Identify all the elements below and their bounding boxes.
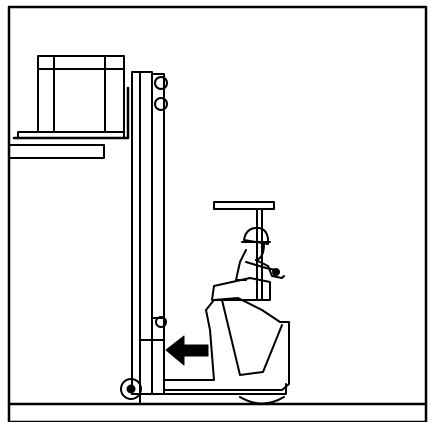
storage-rack-shelf xyxy=(9,145,104,158)
pallet-load-icon xyxy=(18,56,124,138)
forklift-forks xyxy=(14,88,128,138)
forklift-mast xyxy=(132,72,167,394)
arrow-left-icon xyxy=(166,336,208,365)
operator-helmet-icon xyxy=(212,228,284,300)
forklift-wheels xyxy=(121,379,284,404)
forklift-chassis xyxy=(132,298,289,404)
overhead-guard xyxy=(214,202,274,300)
